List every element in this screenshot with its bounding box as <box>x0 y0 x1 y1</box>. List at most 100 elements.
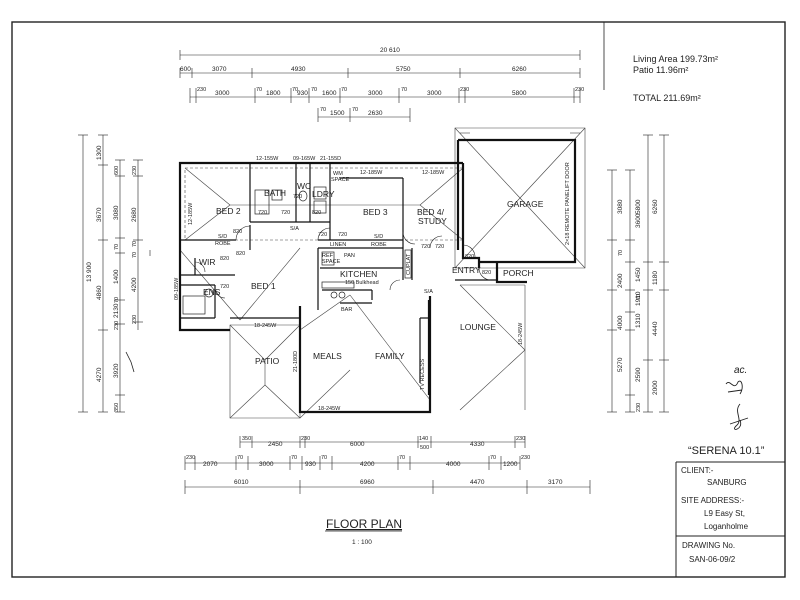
svg-text:70: 70 <box>399 455 405 461</box>
room-label-ldry: LDRY <box>312 189 335 199</box>
door-label: 720 <box>318 232 327 238</box>
signature-initials: ac. <box>734 365 747 376</box>
dim-overall-width: 20 610 <box>380 47 400 54</box>
dim-top2-7: 70 <box>311 87 317 93</box>
svg-text:1200: 1200 <box>503 461 518 468</box>
svg-text:4200: 4200 <box>131 277 138 292</box>
svg-text:4860: 4860 <box>96 285 103 300</box>
svg-text:1450: 1450 <box>635 267 642 282</box>
svg-text:4000: 4000 <box>446 461 461 468</box>
dim-top2-2: 3000 <box>215 90 230 97</box>
dim-top2-13: 230 <box>460 87 469 93</box>
label-robe-bed2: ROBE <box>215 241 231 247</box>
label-sd-bed2: S/D <box>218 234 227 240</box>
left-annotation-mark <box>125 351 135 373</box>
title-block <box>675 461 785 577</box>
dim-top2-3: 70 <box>256 87 262 93</box>
svg-text:1180: 1180 <box>652 271 659 285</box>
room-label-garage: GARAGE <box>507 199 544 209</box>
walls <box>178 138 577 414</box>
svg-text:70: 70 <box>490 455 496 461</box>
dim-top3-4: 2630 <box>368 110 383 117</box>
svg-text:70: 70 <box>114 297 120 303</box>
total-area: TOTAL 211.69m² <box>633 93 701 103</box>
dim-top3-2: 1500 <box>330 110 345 117</box>
svg-text:70: 70 <box>321 455 327 461</box>
fixtures <box>182 186 412 315</box>
svg-text:1400: 1400 <box>113 269 120 284</box>
svg-text:2000: 2000 <box>652 380 659 395</box>
room-label-patio: PATIO <box>255 356 280 366</box>
drawing-number-label: DRAWING No. <box>682 541 735 550</box>
svg-text:6260: 6260 <box>652 199 659 214</box>
svg-text:3170: 3170 <box>548 479 563 486</box>
svg-text:230: 230 <box>132 166 138 175</box>
svg-text:230: 230 <box>636 403 642 412</box>
kitchen-bulkhead-note: 150 Bulkhead <box>345 280 379 286</box>
left-dimension-labels: 13 900 1300 3670 4860 4270 600 3080 70 1… <box>86 145 138 412</box>
svg-text:13 900: 13 900 <box>86 262 93 282</box>
living-area: Living Area 199.73m² <box>633 54 718 64</box>
room-label-bed1: BED 1 <box>251 281 276 291</box>
svg-text:70: 70 <box>132 241 138 247</box>
window-label: 18-245W <box>318 406 341 412</box>
svg-text:230: 230 <box>186 455 195 461</box>
roof-lines <box>179 127 586 419</box>
dim-top-3: 4930 <box>291 66 306 73</box>
room-label-wc: WC <box>297 181 311 191</box>
svg-text:230: 230 <box>521 455 530 461</box>
drawing-scale: 1 : 100 <box>352 539 372 546</box>
client-label: CLIENT:- <box>681 466 714 475</box>
interior-walls <box>180 163 497 383</box>
svg-text:3600: 3600 <box>635 213 642 228</box>
svg-text:350: 350 <box>114 403 120 412</box>
signature-mark-2 <box>729 403 749 430</box>
bottom-dimensions <box>184 436 591 494</box>
window-label: 21-155D <box>320 156 341 162</box>
label-robe-bed3: ROBE <box>371 242 387 248</box>
sheet-border <box>11 21 786 578</box>
window-label: 21-180D <box>293 351 299 372</box>
svg-text:2450: 2450 <box>268 441 283 448</box>
dim-top3-1: 70 <box>320 107 326 113</box>
dim-top2-12: 3000 <box>427 90 442 97</box>
label-sd-bed3: S/D <box>374 234 383 240</box>
svg-text:6000: 6000 <box>350 441 365 448</box>
svg-text:230: 230 <box>114 321 120 330</box>
svg-text:5270: 5270 <box>617 357 624 372</box>
svg-text:70: 70 <box>618 250 624 256</box>
left-dimensions <box>78 134 151 413</box>
dim-top-5: 6260 <box>512 66 527 73</box>
door-label: 820 <box>482 270 491 276</box>
door-label: 720 <box>421 244 430 250</box>
svg-text:2400: 2400 <box>617 273 624 288</box>
svg-text:350: 350 <box>242 436 251 442</box>
room-label-meals: MEALS <box>313 351 342 361</box>
patio-area: Patio 11.96m² <box>633 65 688 75</box>
room-label-bed4: BED 4/ <box>417 207 445 217</box>
room-label-kitchen: KITCHEN <box>340 269 377 279</box>
dim-top2-9: 70 <box>341 87 347 93</box>
svg-text:4440: 4440 <box>652 321 659 336</box>
room-label-lounge: LOUNGE <box>460 322 496 332</box>
svg-text:70: 70 <box>636 294 642 300</box>
garage-door-note: 2×18 REMOTE PANELIFT DOOR <box>565 162 571 245</box>
label-bar: BAR <box>341 307 352 313</box>
svg-text:4330: 4330 <box>470 441 485 448</box>
room-label-ens: ENS <box>203 287 221 297</box>
svg-text:70: 70 <box>114 244 120 250</box>
site-address-line2: Loganholme <box>704 522 749 531</box>
window-label: 18-245W <box>518 322 524 345</box>
window-label: 18-245W <box>254 323 277 329</box>
bottom-dimension-labels: 350 2450 230 6000 140 500 4330 230 230 2… <box>186 436 563 486</box>
dim-top2-4: 1800 <box>266 90 281 97</box>
window-label: 12-155W <box>256 156 279 162</box>
label-tv-recess: TV RECESS <box>420 358 426 390</box>
door-label: 720 <box>293 194 302 200</box>
dim-top-4: 5750 <box>396 66 411 73</box>
svg-text:1910: 1910 <box>635 291 642 306</box>
dim-top2-15: 230 <box>575 87 584 93</box>
door-label: 720 <box>220 284 229 290</box>
dim-top2-6: 930 <box>297 90 308 97</box>
